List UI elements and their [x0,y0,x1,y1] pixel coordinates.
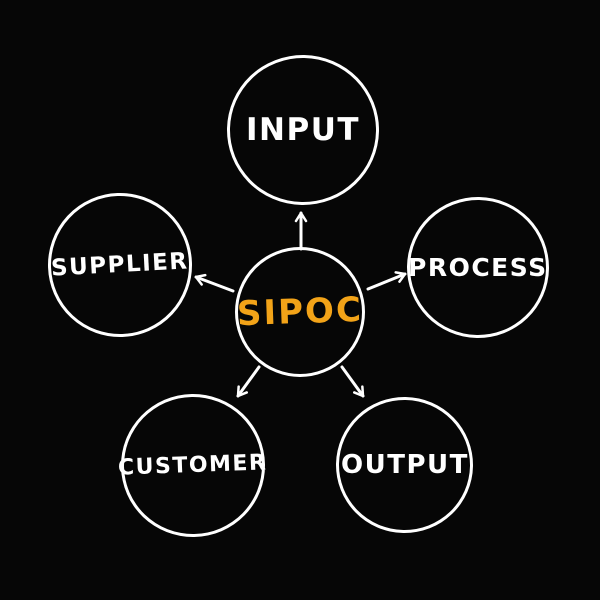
node-customer-label: CUSTOMER [117,450,269,481]
node-input-label: INPUT [245,112,361,148]
node-process-label: PROCESS [408,253,548,283]
node-customer: CUSTOMER [117,392,269,539]
node-output-label: OUTPUT [340,449,469,480]
arrow-to-output [340,365,365,398]
node-process: PROCESS [405,195,551,340]
node-center-label: SIPOC [236,289,364,335]
node-supplier-label: SUPPLIER [50,248,190,282]
arrow-to-customer [236,365,261,398]
node-supplier: SUPPLIER [45,190,195,340]
node-output: OUTPUT [334,395,475,535]
node-center-sipoc: SIPOC [235,247,365,377]
node-input: INPUT [225,53,381,207]
arrow-to-process [366,271,407,291]
arrow-to-supplier [194,273,235,293]
